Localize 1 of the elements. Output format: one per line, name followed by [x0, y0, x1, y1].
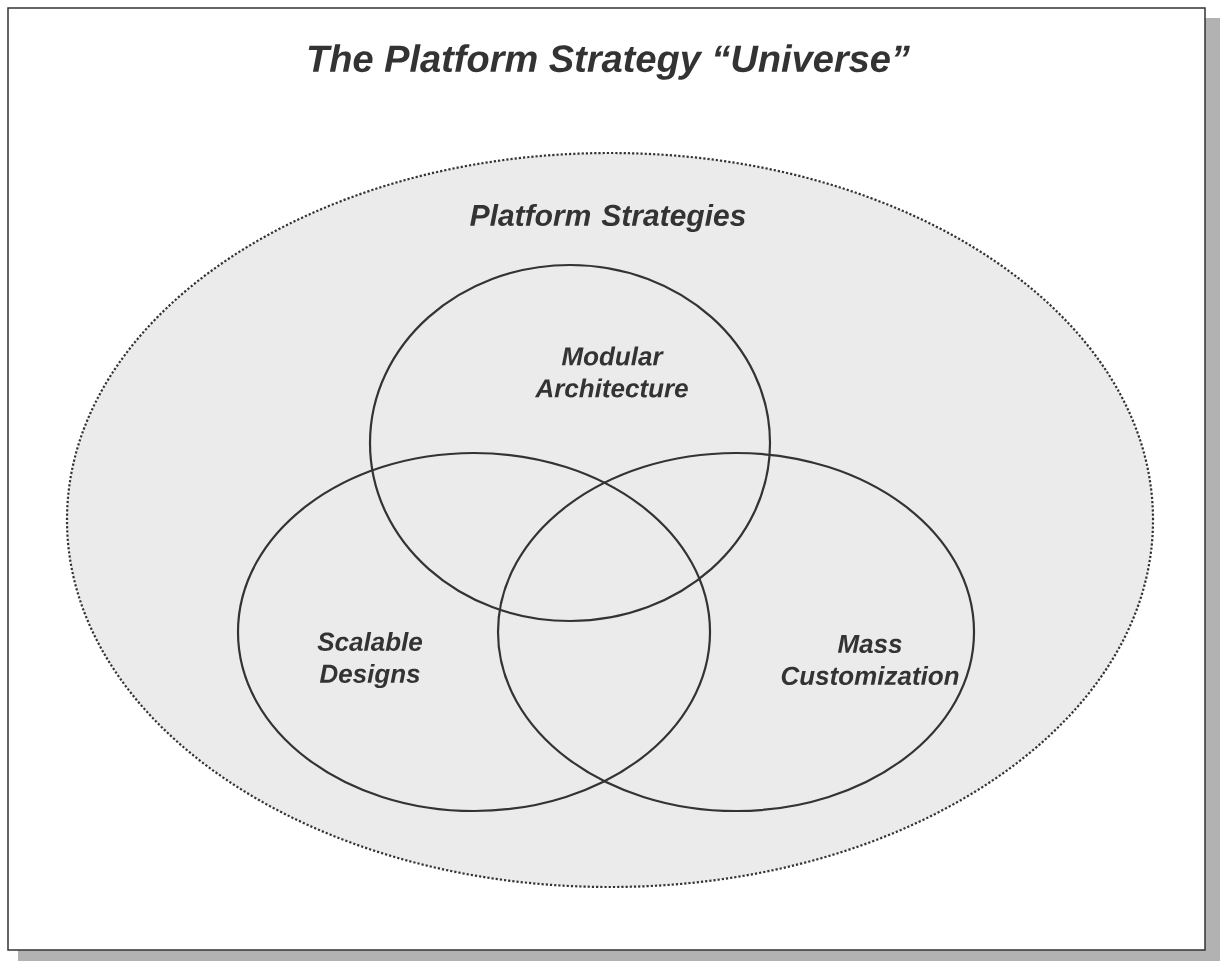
title: The Platform Strategy “Universe” — [308, 44, 910, 80]
